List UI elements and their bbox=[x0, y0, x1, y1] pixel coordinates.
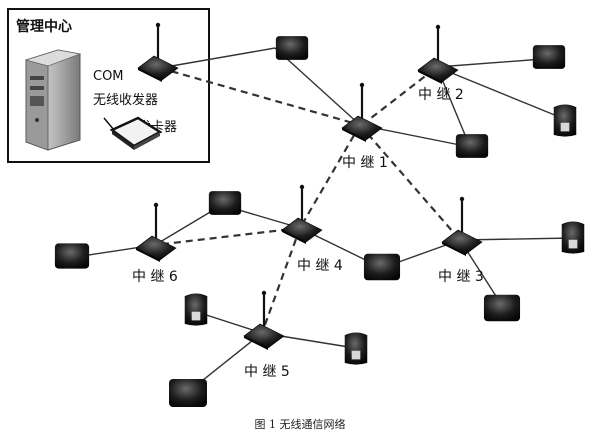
relay-3-label: 中 继 3 bbox=[438, 269, 484, 285]
relay-5-node bbox=[242, 290, 286, 350]
link-r1-r2 bbox=[361, 66, 438, 126]
card-reader bbox=[483, 294, 521, 322]
relay-6-node bbox=[134, 202, 178, 262]
link-transceiver-r1 bbox=[159, 66, 361, 127]
relay-2-label: 中 继 2 bbox=[418, 87, 464, 103]
relay-2-node bbox=[416, 24, 460, 84]
relay-6-label: 中 继 6 bbox=[132, 269, 178, 285]
management-center-title: 管理中心 bbox=[16, 18, 72, 35]
card-reader bbox=[532, 45, 566, 69]
card-reader bbox=[455, 134, 489, 158]
terminal-device bbox=[344, 332, 368, 365]
terminal-device bbox=[553, 104, 577, 137]
card-reader bbox=[275, 36, 309, 60]
card-reader bbox=[363, 253, 401, 281]
server-computer bbox=[24, 49, 82, 151]
card-issuer-device bbox=[103, 116, 163, 150]
link-r4-r6 bbox=[154, 226, 301, 247]
card-reader bbox=[208, 191, 242, 215]
relay-1-label: 中 继 1 bbox=[342, 155, 388, 171]
link-r4-r5 bbox=[260, 227, 302, 334]
transceiver-label: 无线收发器 bbox=[93, 92, 158, 108]
relay-5-label: 中 继 5 bbox=[244, 364, 290, 380]
figure-caption: 图 1 无线通信网络 bbox=[254, 418, 346, 431]
link-r1-r4 bbox=[299, 124, 361, 229]
card-reader bbox=[169, 379, 207, 407]
com-label: COM bbox=[93, 69, 124, 84]
wireless-links bbox=[154, 66, 461, 334]
card-reader bbox=[54, 243, 90, 269]
relay-4-label: 中 继 4 bbox=[297, 258, 343, 274]
link-r1-r3 bbox=[359, 124, 461, 241]
terminal-device bbox=[184, 293, 208, 326]
terminal-device bbox=[561, 221, 585, 254]
relay-1-node bbox=[340, 82, 384, 142]
